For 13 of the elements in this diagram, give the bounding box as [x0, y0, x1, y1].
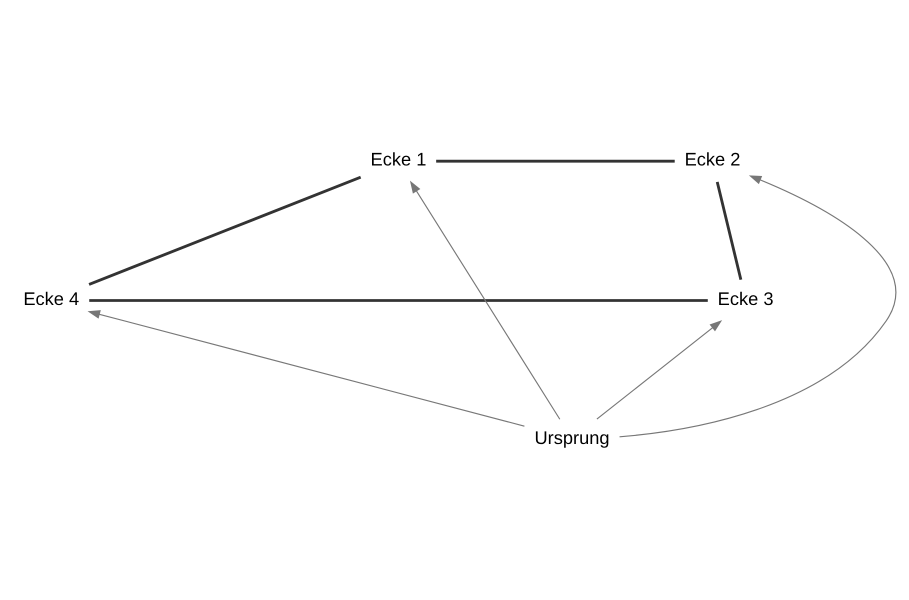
connector — [88, 298, 708, 302]
node-text: Ecke 2 — [684, 148, 740, 170]
arrow — [619, 174, 896, 437]
node-text: Ecke 3 — [717, 287, 774, 308]
arrow — [87, 310, 524, 426]
connector — [88, 175, 361, 286]
node-text: Ecke 4 — [22, 287, 79, 308]
node-text: Ursprung — [534, 426, 610, 448]
arrow — [596, 320, 722, 419]
connector — [715, 181, 742, 280]
connector — [436, 159, 674, 162]
node-text: Ecke 1 — [370, 148, 426, 170]
arrow — [409, 180, 560, 420]
